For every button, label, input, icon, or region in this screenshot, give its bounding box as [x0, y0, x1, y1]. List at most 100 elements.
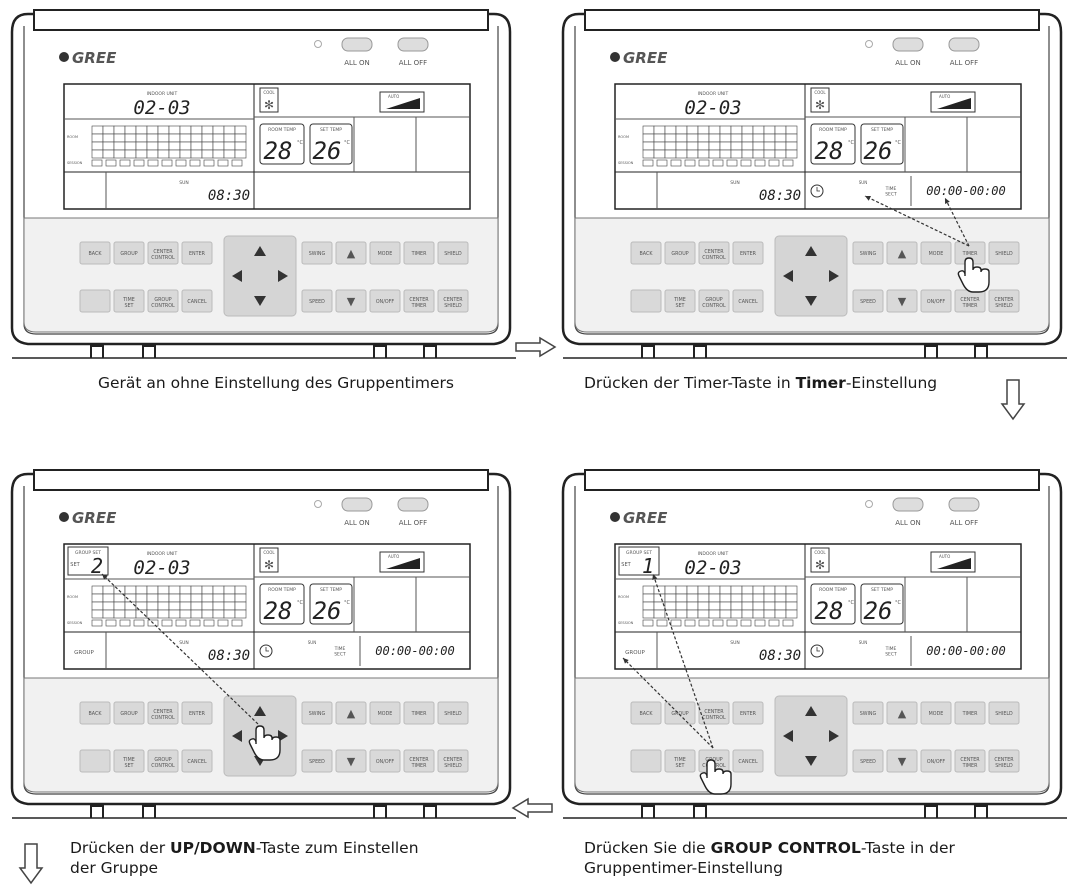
session-cell [175, 159, 187, 167]
grid-cell [135, 133, 148, 143]
all-off-button [948, 497, 980, 512]
mount-foot-1 [142, 804, 156, 818]
grid-cell [664, 133, 677, 143]
key-r1-l0-label: BACK [89, 251, 103, 257]
key-r2-r2 [920, 749, 952, 773]
room-temp-box [259, 583, 305, 625]
session-cell [147, 159, 159, 167]
key-r1-l3 [732, 241, 764, 265]
grid-cell [697, 125, 710, 135]
grid-cell [124, 125, 137, 135]
flow-arrow-left [511, 797, 553, 819]
session-cell [189, 619, 201, 627]
grid-cell [102, 593, 115, 603]
dpad-up-icon [805, 706, 817, 716]
key-r2-r0-label: SPEED [860, 759, 876, 765]
key-r2-l1 [113, 289, 145, 313]
key-r2-r1-label: ▼ [898, 295, 907, 308]
grid-cell [708, 125, 721, 135]
key-r1-l0-label: BACK [89, 711, 103, 717]
key-r2-r0-label: SPEED [309, 759, 325, 765]
grid-cell [763, 601, 776, 611]
mount-foot-2 [373, 344, 387, 358]
grid-cell [113, 609, 126, 619]
grid-cell [785, 149, 798, 159]
sun-label: SUN [179, 180, 189, 186]
sun-label: SUN [730, 180, 740, 186]
grid-cell [234, 593, 247, 603]
key-r2-r0 [301, 749, 333, 773]
key-r1-r3 [954, 701, 986, 725]
set-temp-unit: °C [895, 140, 902, 146]
gree-logo-icon [610, 52, 620, 62]
session-label: SESSION [67, 161, 83, 165]
grid-cell [763, 125, 776, 135]
grid-cell [157, 149, 170, 159]
all-on-label: ALL ON [895, 59, 921, 67]
timer-sun-label: SUN [859, 640, 867, 645]
key-r1-r2 [920, 241, 952, 265]
key-r1-l1-label: GROUP [120, 711, 137, 717]
key-r2-r1 [335, 289, 367, 313]
key-r1-l1 [113, 241, 145, 265]
mount-foot-3 [423, 804, 437, 818]
grid-cell [190, 149, 203, 159]
key-r1-r0-label: SWING [309, 711, 326, 717]
grid-cell [675, 609, 688, 619]
grid-cell [675, 149, 688, 159]
clock-hands [816, 187, 820, 192]
grid-cell [135, 149, 148, 159]
session-cell [119, 159, 131, 167]
set-temp-box [860, 583, 904, 625]
key-r2-r1 [886, 289, 918, 313]
fan-speed-icon [937, 98, 971, 109]
gree-logo-icon [610, 512, 620, 522]
grid-cell [741, 141, 754, 151]
grid-cell [642, 585, 655, 595]
grid-cell [774, 609, 787, 619]
session-label: SESSION [618, 161, 634, 165]
grid-cell [664, 141, 677, 151]
status-led-icon [314, 40, 322, 48]
caption-panel-1: Gerät an ohne Einstellung des Gruppentim… [98, 374, 454, 392]
key-r2-r2-label: ON/OFF [376, 299, 395, 305]
grid-cell [730, 593, 743, 603]
grid-cell [212, 149, 225, 159]
dpad-left-icon [232, 270, 242, 282]
grid-cell [146, 593, 159, 603]
key-r1-l3-label: ENTER [740, 711, 757, 717]
set-label: SET [70, 562, 80, 568]
grid-cell [686, 133, 699, 143]
grid-cell [179, 601, 192, 611]
timer-range-value: 00:00-00:00 [926, 644, 1005, 658]
grid-cell [741, 585, 754, 595]
indoor-unit-label: INDOOR UNIT [698, 91, 729, 97]
key-r1-l1-label: GROUP [120, 251, 137, 257]
key-r2-r2-label: ON/OFF [927, 299, 946, 305]
clock-hands [265, 647, 269, 652]
key-r1-r0-label: SWING [860, 251, 877, 257]
set-temp-box [309, 123, 353, 165]
arrow-timer-to-sun [864, 195, 970, 247]
brand-logo: GREE [623, 49, 668, 67]
grid-cell [91, 585, 104, 595]
grid-cell [730, 133, 743, 143]
grid-cell [719, 593, 732, 603]
session-cell [670, 619, 682, 627]
grid-cell [785, 601, 798, 611]
all-on-label: ALL ON [344, 519, 370, 527]
key-r1-r1 [335, 241, 367, 265]
key-r2-r4 [437, 289, 469, 313]
grid-cell [785, 585, 798, 595]
top-bezel [584, 469, 1040, 491]
key-r2-l0 [630, 749, 662, 773]
session-cell [119, 619, 131, 627]
key-r1-r3-label: TIMER [411, 251, 428, 257]
room-temp-unit: °C [848, 600, 855, 606]
grid-cell [686, 149, 699, 159]
key-r2-r0 [301, 289, 333, 313]
